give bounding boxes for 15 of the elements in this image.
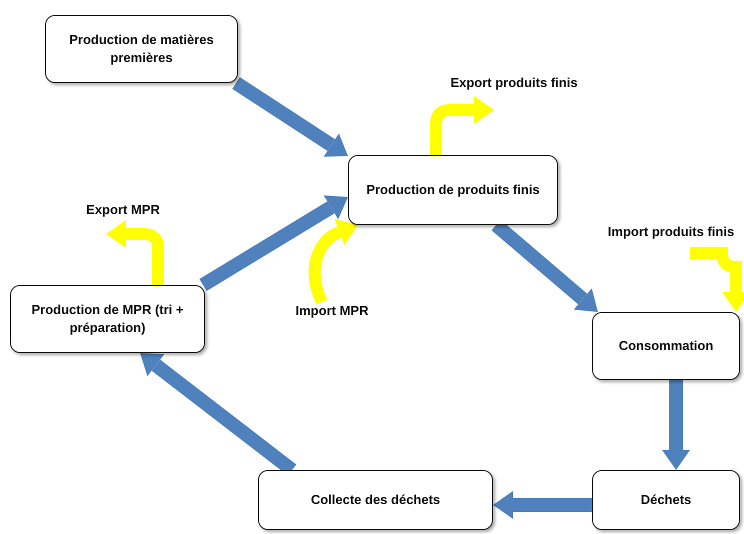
flow-label: Import produits finis (600, 223, 742, 253)
block-arrow (232, 77, 348, 157)
process-box: Déchets (592, 470, 740, 530)
flow-label: Export MPR (78, 201, 168, 234)
block-arrow (493, 490, 592, 519)
process-box: Production de MPR (tri + préparation) (10, 285, 205, 353)
process-box: Production de produits finis (348, 155, 558, 225)
process-box: Consommation (592, 312, 740, 380)
curved-arrow (106, 220, 164, 285)
process-box: Production de matières premières (45, 15, 238, 83)
flow-label: Export produits finis (434, 74, 594, 110)
process-box: Collecte des déchets (258, 470, 493, 530)
block-arrow (662, 380, 690, 470)
block-arrow (199, 195, 348, 291)
flow-label: Import MPR (286, 302, 378, 322)
